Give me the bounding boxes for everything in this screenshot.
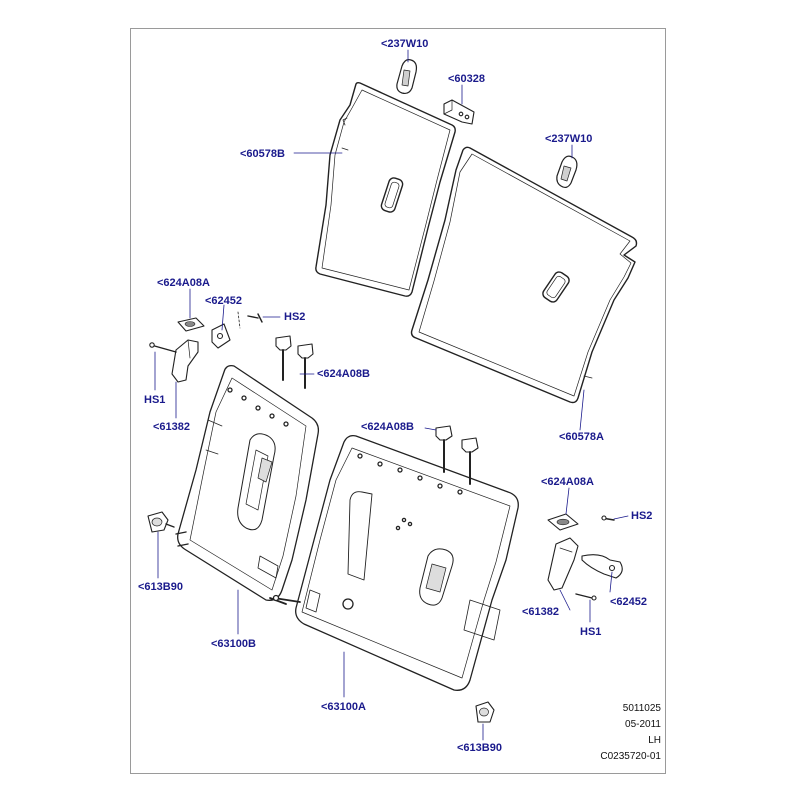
callout-624a08b-mid: <624A08B: [361, 421, 414, 433]
callout-hs1-left: HS1: [144, 394, 166, 406]
callout-61382-left: <61382: [153, 421, 191, 433]
hinge-cover-237w10-right: [556, 155, 578, 189]
hardware-cluster-right: [547, 513, 623, 601]
callout-237w10-right: <237W10: [545, 133, 593, 145]
footer-image-code: C0235720-01: [600, 751, 661, 762]
callout-hs2-left: HS2: [284, 311, 306, 323]
callout-hs2-right: HS2: [631, 510, 653, 522]
hardware-cluster-middle: [435, 425, 479, 485]
callout-62452-right: <62452: [610, 596, 648, 608]
callout-63100b: <63100B: [211, 638, 256, 650]
seat-back-panel-60578a: [410, 146, 638, 404]
callout-60578b: <60578B: [240, 148, 285, 160]
callout-63100a: <63100A: [321, 701, 366, 713]
hardware-cluster-left: [149, 311, 314, 389]
bracket-60328: [443, 99, 475, 125]
pivot-613b90-left: [147, 511, 175, 533]
callout-237w10-top: <237W10: [381, 38, 429, 50]
seat-frame-63100b: [175, 364, 320, 605]
callout-613b90-left: <613B90: [138, 581, 183, 593]
callout-60328: <60328: [448, 73, 486, 85]
footer-ref-number: 5011025: [622, 703, 661, 714]
footer-date: 05-2011: [625, 719, 661, 730]
hinge-cover-237w10-top: [396, 59, 418, 95]
callout-60578a: <60578A: [559, 431, 604, 443]
callout-624a08b-left: <624A08B: [317, 368, 370, 380]
leader-lines: [154, 49, 629, 741]
callout-hs1-right: HS1: [580, 626, 602, 638]
callout-62452-left: <62452: [205, 295, 243, 307]
footer-side: LH: [648, 735, 661, 746]
seat-back-panel-60578b: [315, 81, 456, 297]
callout-613b90-bottom: <613B90: [457, 742, 502, 754]
seat-frame-63100a: [272, 434, 519, 691]
callout-624a08a-right: <624A08A: [541, 476, 594, 488]
callout-624a08a-left: <624A08A: [157, 277, 210, 289]
pivot-613b90-bottom: [475, 701, 495, 723]
callout-61382-right: <61382: [522, 606, 560, 618]
